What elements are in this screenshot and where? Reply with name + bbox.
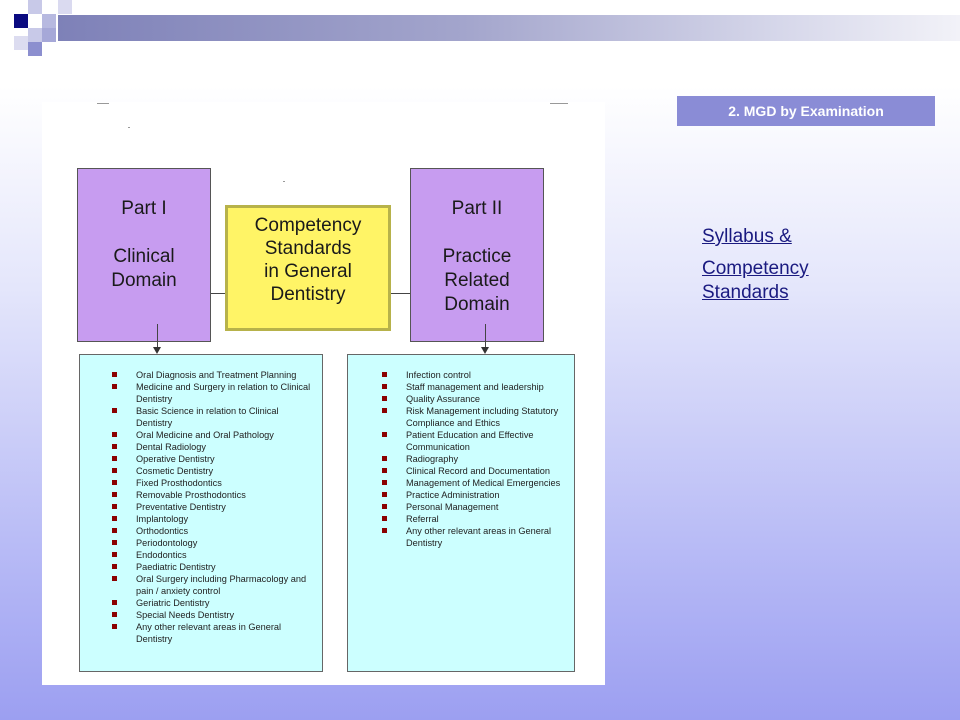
list-item: Personal Management	[382, 501, 568, 513]
part2-box: Part II Practice Related Domain	[410, 168, 544, 342]
list-item: Dental Radiology	[112, 441, 316, 453]
syllabus-link[interactable]: Syllabus &	[702, 226, 792, 247]
list-item: Clinical Record and Documentation	[382, 465, 568, 477]
top-banner-bar	[58, 15, 960, 41]
arrow-line	[157, 324, 158, 348]
list-item: Implantology	[112, 513, 316, 525]
list-item: Infection control	[382, 369, 568, 381]
decorative-square	[14, 14, 28, 28]
decorative-mark	[97, 103, 109, 104]
list-item: Removable Prosthodontics	[112, 489, 316, 501]
arrow-down-icon	[481, 347, 489, 354]
list-item: Preventative Dentistry	[112, 501, 316, 513]
arrow-line	[485, 324, 486, 348]
decorative-mark	[128, 127, 130, 128]
list-item: Oral Medicine and Oral Pathology	[112, 429, 316, 441]
list-item: Oral Surgery including Pharmacology and …	[112, 573, 316, 597]
decorative-mark	[283, 181, 285, 182]
decorative-square	[14, 36, 28, 50]
arrow-down-icon	[153, 347, 161, 354]
decorative-square	[28, 0, 42, 14]
list-item: Endodontics	[112, 549, 316, 561]
part2-domain: Practice Related Domain	[442, 246, 512, 315]
list-item: Risk Management including Statutory Comp…	[382, 405, 568, 429]
list-item: Practice Administration	[382, 489, 568, 501]
list-item: Any other relevant areas in General Dent…	[112, 621, 316, 645]
decorative-square	[42, 14, 56, 28]
list-item: Paediatric Dentistry	[112, 561, 316, 573]
list-item: Staff management and leadership	[382, 381, 568, 393]
decorative-square	[28, 28, 42, 42]
list-item: Quality Assurance	[382, 393, 568, 405]
syllabus-diagram: Part I Clinical Domain Competency Standa…	[42, 102, 605, 685]
part2-title: Part II	[451, 198, 503, 219]
list-item: Fixed Prosthodontics	[112, 477, 316, 489]
list-item: Referral	[382, 513, 568, 525]
list-item: Basic Science in relation to Clinical De…	[112, 405, 316, 429]
list-item: Special Needs Dentistry	[112, 609, 316, 621]
list-item: Patient Education and Effective Communic…	[382, 429, 568, 453]
list-item: Periodontology	[112, 537, 316, 549]
decorative-square	[42, 28, 56, 42]
list-item: Geriatric Dentistry	[112, 597, 316, 609]
decorative-square	[58, 0, 72, 14]
connector-line	[211, 293, 225, 294]
list-item: Oral Diagnosis and Treatment Planning	[112, 369, 316, 381]
part1-domain: Clinical Domain	[111, 246, 177, 291]
list-item: Cosmetic Dentistry	[112, 465, 316, 477]
list-item: Orthodontics	[112, 525, 316, 537]
section-label: 2. MGD by Examination	[677, 96, 935, 126]
list-item: Radiography	[382, 453, 568, 465]
part1-title: Part I	[121, 198, 167, 219]
links-group: Syllabus & Competency Standards	[702, 225, 852, 305]
decorative-square	[28, 42, 42, 56]
decorative-mark	[550, 103, 568, 104]
list-item: Any other relevant areas in General Dent…	[382, 525, 568, 549]
competency-standards-box: Competency Standards in General Dentistr…	[225, 205, 391, 331]
competency-standards-link[interactable]: Competency Standards	[702, 258, 809, 303]
connector-line	[391, 293, 410, 294]
part1-box: Part I Clinical Domain	[77, 168, 211, 342]
list-item: Management of Medical Emergencies	[382, 477, 568, 489]
list-item: Medicine and Surgery in relation to Clin…	[112, 381, 316, 405]
list-item: Operative Dentistry	[112, 453, 316, 465]
